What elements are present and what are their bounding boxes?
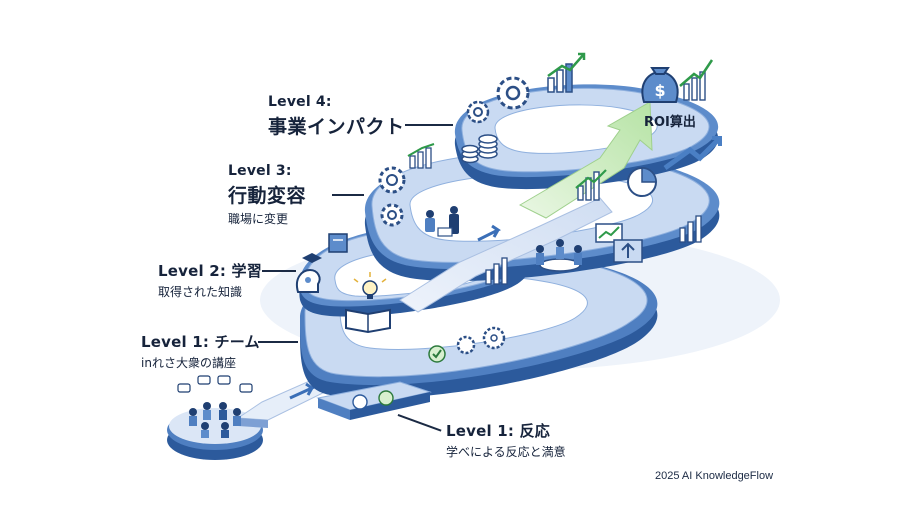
- level1-team-leader: [258, 341, 298, 343]
- level3-label-block: Level 3: 行動変容 職場に変更: [228, 163, 306, 227]
- chart-board-icon: [595, 223, 623, 243]
- roi-label: ROI算出: [644, 115, 696, 130]
- money-bag-icon: $: [641, 67, 679, 103]
- level4-label-block: Level 4: 事業インパクト: [268, 94, 405, 139]
- people-meeting-icon: [425, 206, 459, 237]
- head-icon: [296, 268, 321, 293]
- sad-face-icon: [352, 394, 368, 410]
- level4-label: Level 4:: [268, 94, 332, 110]
- path-arrow-icon: [477, 224, 501, 242]
- pie-chart-icon: [627, 167, 657, 197]
- level2-subtitle: 取得された知識: [158, 285, 243, 299]
- level2-leader: [262, 270, 296, 272]
- level4-title: 事業インパクト: [268, 116, 405, 138]
- gear-icon: [456, 335, 476, 355]
- level3-label: Level 3:: [228, 163, 292, 179]
- gear-icon: [482, 326, 506, 350]
- level2-label-block: Level 2: 学習 取得された知識: [158, 260, 262, 300]
- open-book-icon: [345, 308, 391, 334]
- level3-title: 行動変容: [228, 185, 307, 207]
- level1-team-subtitle: inれさ大衆の講座: [141, 356, 236, 370]
- rising-path: [399, 197, 613, 313]
- level1-reaction-label-block: Level 1: 反応 学べによる反応と満意: [446, 420, 566, 460]
- bar-chart-icon: [547, 52, 586, 93]
- bar-chart-icon: [407, 143, 435, 169]
- level4-leader: [405, 124, 453, 126]
- growth-arrow: [518, 101, 653, 219]
- level1-reaction-subtitle: 学べによる反応と満意: [446, 445, 566, 459]
- mortarboard-icon: [302, 253, 322, 263]
- gear-icon: [496, 76, 530, 110]
- level3-subtitle: 職場に変更: [228, 212, 289, 226]
- platform-reaction: [316, 381, 432, 420]
- bar-chart-icon: [679, 59, 714, 101]
- gear-icon: [378, 166, 406, 194]
- level2-label: Level 2: 学習: [158, 262, 262, 280]
- speech-bubble-icon: [177, 375, 253, 393]
- svg-text:$: $: [654, 81, 665, 100]
- bar-chart-icon: [679, 215, 702, 243]
- smile-face-icon: [378, 390, 394, 406]
- bar-chart-icon: [485, 257, 508, 285]
- copyright-text: 2025 AI KnowledgeFlow: [655, 470, 774, 482]
- entry-arrow-icon: [289, 382, 316, 400]
- level1-team-label: Level 1: チーム: [141, 333, 260, 351]
- team-group-icon: [189, 402, 241, 438]
- gear-icon: [380, 203, 404, 227]
- gear-icon: [466, 100, 490, 124]
- coin-stack-icon: [478, 134, 498, 159]
- level1-team-label-block: Level 1: チーム inれさ大衆の講座: [141, 331, 260, 371]
- clipboard-icon: [613, 239, 643, 263]
- coin-stack-icon: [461, 144, 479, 164]
- level1-reaction-label: Level 1: 反応: [446, 422, 550, 440]
- book-icon: [328, 233, 348, 253]
- lightbulb-icon: [353, 272, 387, 299]
- team-table-icon: [536, 239, 582, 272]
- trend-arrow-icon: [663, 138, 720, 171]
- level3-leader: [332, 194, 364, 196]
- bar-chart-icon: [575, 169, 607, 201]
